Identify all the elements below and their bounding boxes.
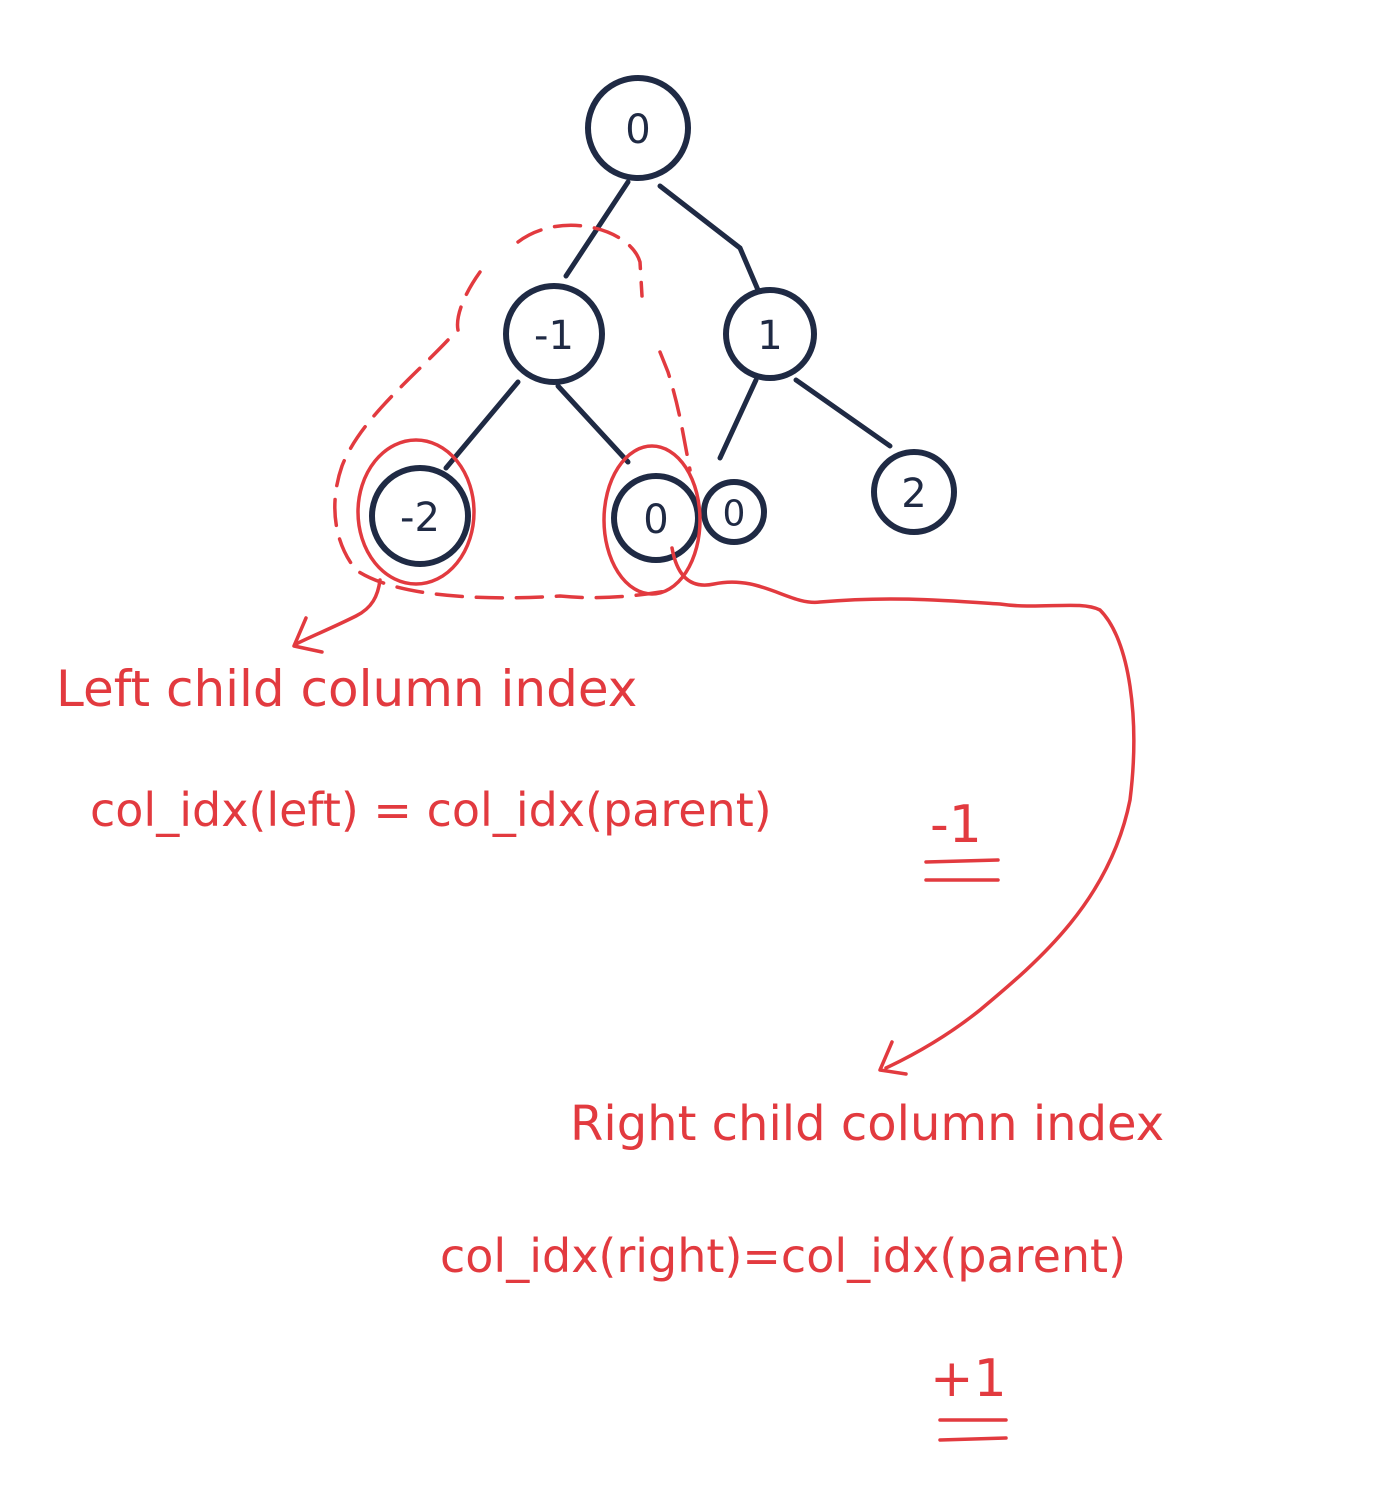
tree-node-right-left: 0 xyxy=(701,479,767,545)
left-annotation-formula: col_idx(left) = col_idx(parent) xyxy=(90,783,772,837)
tree-node-left-left: -2 xyxy=(369,465,471,567)
underline-left-delta-1 xyxy=(924,858,1000,864)
tree-edges xyxy=(443,179,893,471)
highlight-right-child xyxy=(602,444,702,596)
dashed-subtree-outline xyxy=(333,223,692,600)
highlight-left-child xyxy=(356,438,476,586)
curve-to-right-label xyxy=(670,546,1136,1070)
node-label-right-left: 0 xyxy=(723,494,746,535)
node-label-right-right: 2 xyxy=(901,471,926,517)
arrowhead-right xyxy=(878,1040,908,1076)
right-annotation-formula: col_idx(right)=col_idx(parent) xyxy=(440,1229,1126,1283)
edge-right-rightright xyxy=(793,377,893,449)
tree-node-left: -1 xyxy=(503,283,605,385)
node-label-left: -1 xyxy=(534,313,574,359)
right-annotation-title: Right child column index xyxy=(570,1096,1164,1152)
tree-node-root: 0 xyxy=(585,75,691,181)
node-label-right: 1 xyxy=(757,313,782,359)
node-label-left-right: 0 xyxy=(643,497,668,543)
node-label-root: 0 xyxy=(625,107,650,153)
arrowhead-left xyxy=(292,616,324,654)
tree-node-right-right: 2 xyxy=(871,449,957,535)
edge-root-right xyxy=(657,183,761,293)
left-annotation-delta: -1 xyxy=(930,795,982,855)
node-label-left-left: -2 xyxy=(400,495,440,541)
right-annotation-delta: +1 xyxy=(930,1349,1007,1409)
red-annotations xyxy=(292,223,1136,1442)
edge-left-leftright xyxy=(555,383,631,465)
left-annotation-title: Left child column index xyxy=(56,660,637,718)
edge-right-rightleft xyxy=(717,377,759,461)
tree-node-left-right: 0 xyxy=(611,473,701,563)
tree-node-right: 1 xyxy=(723,287,817,381)
underline-right-delta-2 xyxy=(938,1436,1008,1442)
edge-left-leftleft xyxy=(443,379,521,471)
arrow-to-left-label xyxy=(294,578,382,646)
